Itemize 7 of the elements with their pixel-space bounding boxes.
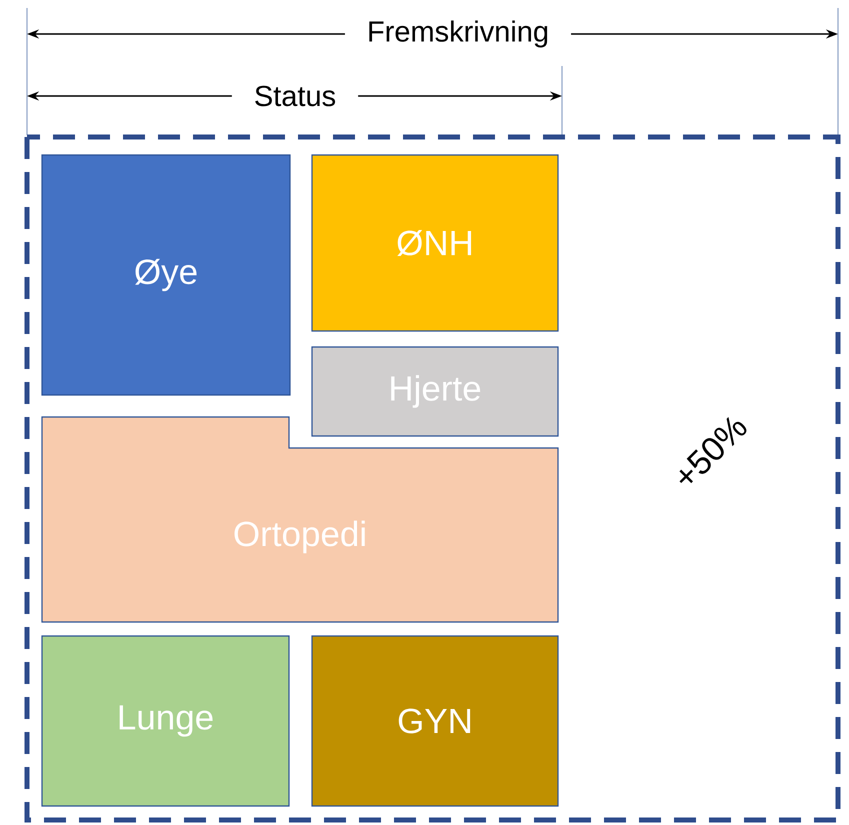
- block: GYN: [311, 635, 559, 807]
- dimension-label: Fremskrivning: [344, 18, 572, 50]
- block: Øye: [41, 154, 291, 396]
- block: Ortopedi: [41, 416, 559, 623]
- block: Lunge: [41, 635, 290, 807]
- block: ØNH: [311, 154, 559, 332]
- dimension-label: Status: [232, 84, 358, 108]
